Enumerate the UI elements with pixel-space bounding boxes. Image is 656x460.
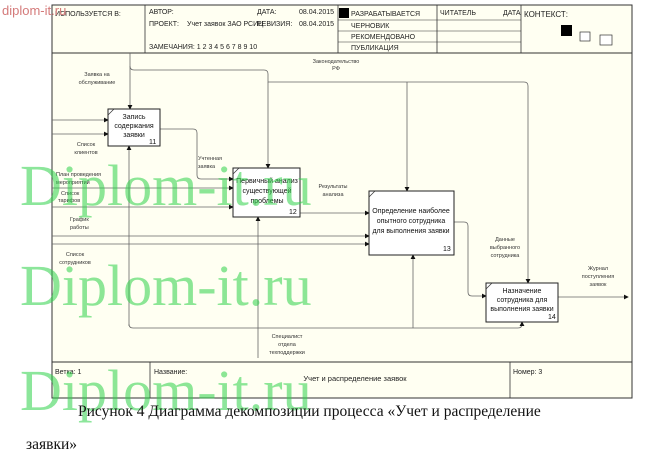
date-value: 08.04.2015 — [299, 9, 334, 16]
box-11-number: 11 — [149, 139, 156, 146]
diagram-frame — [51, 4, 633, 399]
arrows — [52, 53, 629, 358]
project-value: Учет заявок ЗАО РСИЦ — [187, 21, 264, 28]
status-marker — [339, 8, 349, 18]
arrow-recorded — [160, 128, 234, 182]
status-1: ЧЕРНОВИК — [351, 23, 390, 30]
watermark-corner: diplom-it.ru — [2, 3, 66, 18]
footer-block: Ветка: 1 Название: Учет и распределение … — [52, 361, 632, 398]
watermark: Diplom-it.ru — [20, 358, 312, 423]
context-node — [579, 31, 591, 42]
diagram-name: Учет и распределение заявок — [303, 374, 407, 383]
date-label: ДАТА: — [257, 9, 277, 16]
reader-date-label: ДАТА — [503, 10, 521, 17]
status-3: ПУБЛИКАЦИЯ — [351, 45, 399, 52]
context-label: КОНТЕКСТ: — [524, 10, 568, 19]
context-node — [599, 34, 613, 46]
name-label: Название: — [154, 369, 187, 376]
caption-line-2: заявки» — [26, 436, 78, 453]
notes: ЗАМЕЧАНИЯ: 1 2 3 4 5 6 7 8 9 10 — [149, 44, 257, 51]
revision-value: 08.04.2015 — [299, 21, 334, 28]
used-in-label: ИСПОЛЬЗУЕТСЯ В: — [55, 11, 121, 18]
header-block: ИСПОЛЬЗУЕТСЯ В: АВТОР: ПРОЕКТ: Учет заяв… — [52, 5, 632, 54]
branch: Ветка: 1 — [55, 369, 82, 376]
box-13-number: 13 — [443, 246, 451, 253]
status-2: РЕКОМЕНДОВАНО — [351, 34, 416, 41]
status-0: РАЗРАБАТЫВАЕТСЯ — [351, 11, 420, 18]
project-label: ПРОЕКТ: — [149, 21, 179, 28]
box-12-number: 12 — [289, 209, 297, 216]
revision-label: РЕВИЗИЯ: — [257, 21, 292, 28]
caption-line-1: Рисунок 4 Диаграмма декомпозиции процесс… — [78, 403, 541, 420]
watermark: Diplom-it.ru — [20, 153, 312, 218]
arrow-law — [129, 65, 531, 284]
watermark: Diplom-it.ru — [20, 253, 312, 318]
diagram-number: Номер: 3 — [513, 369, 542, 376]
arrow-selected — [454, 221, 487, 299]
reader-label: ЧИТАТЕЛЬ — [440, 10, 476, 17]
box-14-number: 14 — [548, 314, 556, 321]
context-node-current — [561, 25, 572, 36]
author-label: АВТОР: — [149, 9, 174, 16]
